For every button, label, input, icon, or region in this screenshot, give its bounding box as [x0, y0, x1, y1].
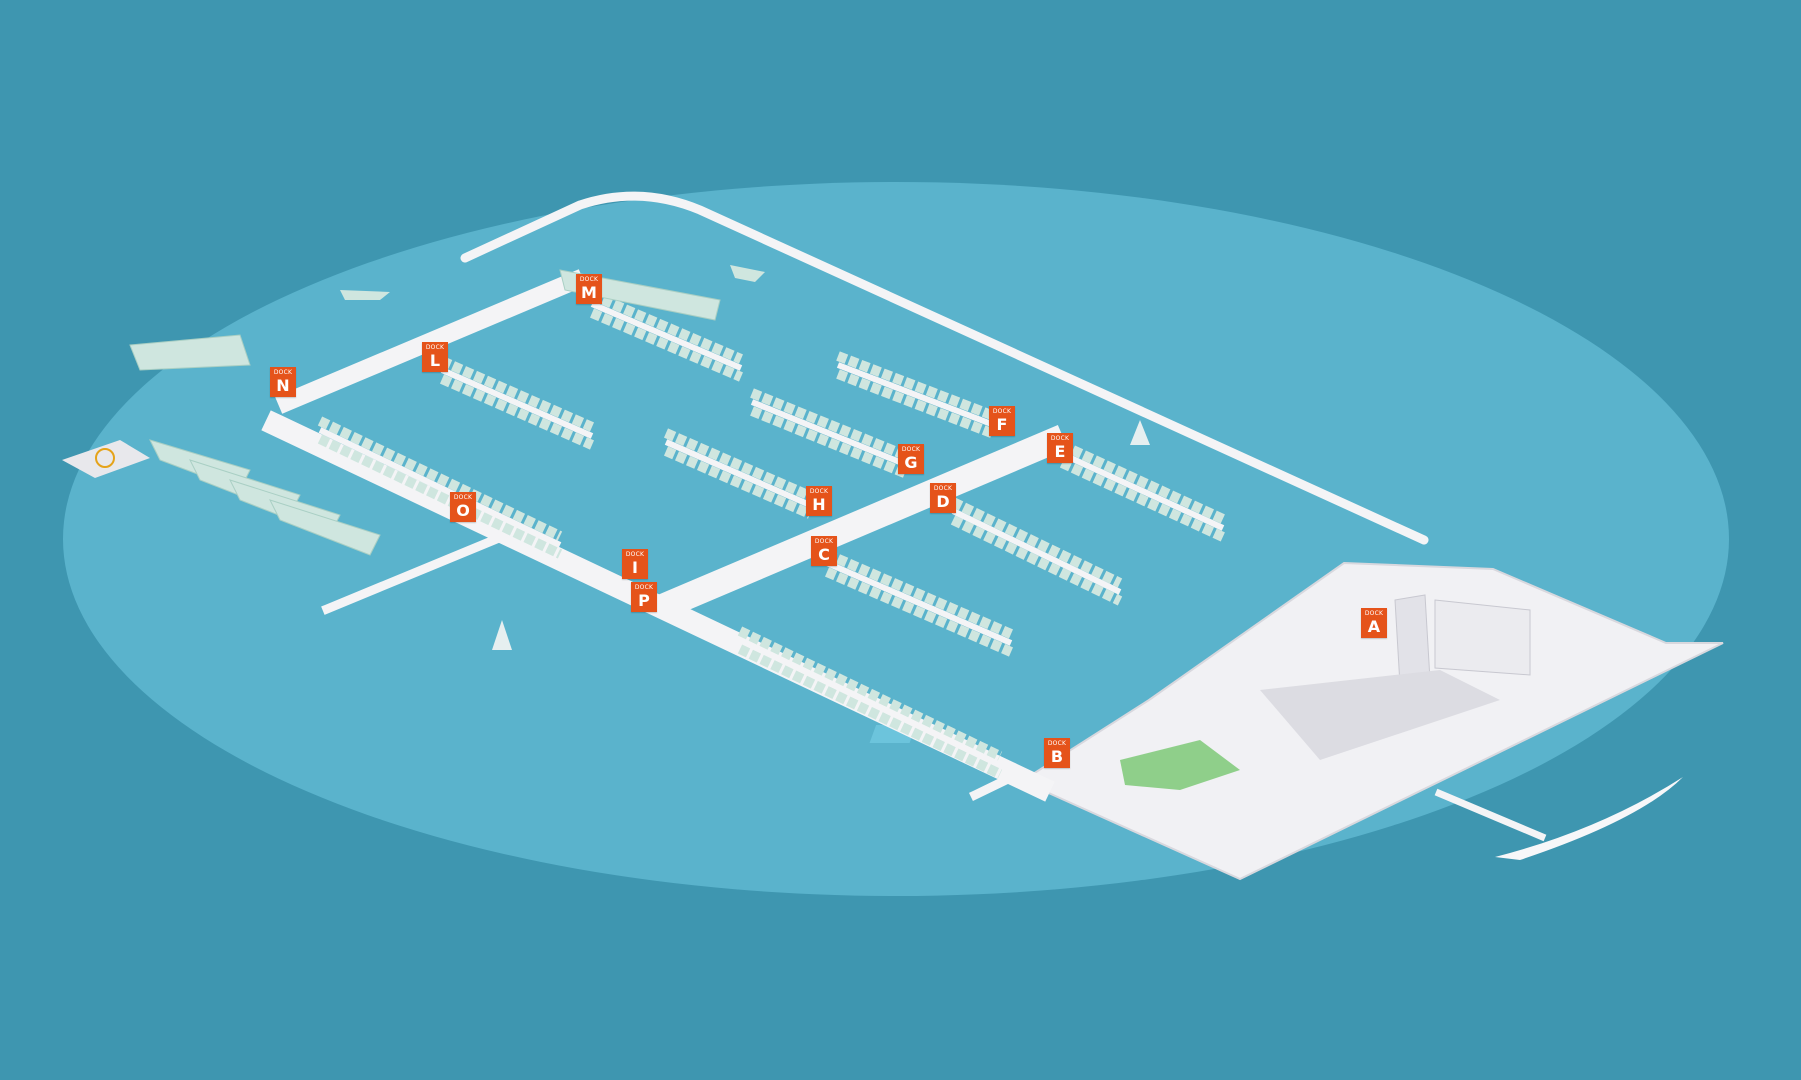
finger-pier — [318, 427, 562, 548]
moored-boats — [825, 549, 1013, 639]
moored-boats — [836, 369, 996, 439]
moored-boats — [317, 416, 563, 541]
dock-letter: F — [996, 415, 1008, 434]
moored-boats — [1059, 458, 1226, 542]
motorboat-icon — [340, 290, 390, 300]
west-jetty — [321, 534, 500, 615]
dock-caption: DOCK — [814, 538, 834, 545]
dock-caption: DOCK — [625, 551, 645, 558]
helipad-circle — [95, 448, 115, 468]
finger-pier — [440, 367, 594, 439]
dock-caption: DOCK — [634, 584, 654, 591]
finger-pier — [590, 301, 743, 371]
finger-pier — [664, 439, 812, 508]
finger-pier — [825, 560, 1013, 646]
cross-pier — [654, 424, 1069, 621]
dock-letter: H — [812, 495, 826, 514]
garden — [1120, 740, 1240, 790]
finger-pier — [750, 399, 909, 468]
dock-letter: C — [818, 545, 830, 564]
dock-caption: DOCK — [579, 276, 599, 283]
south-promenade — [261, 410, 1055, 802]
finger-pier — [1060, 451, 1225, 531]
parking-area — [1260, 670, 1500, 760]
dock-letter: O — [456, 501, 470, 520]
sailboat-icon — [1130, 420, 1150, 445]
moored-boats — [737, 644, 1003, 779]
dock-caption: DOCK — [1047, 740, 1067, 747]
dock-caption: DOCK — [933, 485, 953, 492]
finger-pier — [951, 508, 1122, 595]
dock-caption: DOCK — [1050, 435, 1070, 442]
dock-letter: I — [632, 558, 638, 577]
motorboat-icon — [730, 265, 765, 282]
dock-letter: A — [1367, 617, 1381, 636]
dock-letter: B — [1050, 747, 1064, 766]
dock-letter: M — [581, 283, 597, 302]
dock-caption: DOCK — [453, 494, 473, 501]
dock-caption: DOCK — [809, 488, 829, 495]
dock-caption: DOCK — [1364, 610, 1384, 617]
breakwater — [460, 191, 1429, 545]
moored-boats — [317, 434, 563, 559]
sandbank — [1495, 777, 1683, 860]
dock-caption: DOCK — [273, 369, 293, 376]
finger-pier — [738, 637, 1002, 768]
moored-boats — [439, 374, 595, 450]
finger-pier — [836, 362, 996, 428]
sailboat-icon — [492, 620, 512, 650]
moored-boats — [439, 356, 595, 432]
dock-letter: E — [1054, 442, 1066, 461]
dock-letter: L — [429, 351, 441, 370]
moored-boats — [1059, 440, 1226, 524]
moored-boats — [590, 290, 743, 364]
terminal-building — [1394, 594, 1431, 686]
lagoon — [63, 182, 1729, 896]
north-promenade — [275, 269, 586, 414]
dock-letter: N — [276, 376, 290, 395]
moored-boats — [663, 446, 813, 519]
south-jetty — [968, 771, 1017, 802]
moored-boats — [950, 497, 1123, 588]
dock-caption: DOCK — [425, 344, 445, 351]
moored-boats — [750, 406, 909, 479]
dock-caption: DOCK — [901, 446, 921, 453]
moored-boats — [750, 388, 909, 461]
bridge — [1434, 788, 1547, 842]
hotel-building — [1434, 599, 1531, 676]
moored-boats — [737, 626, 1003, 761]
superyacht-row — [129, 269, 721, 556]
dock-caption: DOCK — [992, 408, 1012, 415]
dock-letter: D — [936, 492, 950, 511]
moored-boats — [825, 567, 1013, 657]
moored-boats — [590, 308, 743, 382]
helipad — [62, 440, 150, 478]
dock-letter: G — [904, 453, 918, 472]
dock-letter: P — [638, 591, 650, 610]
moored-boats — [663, 428, 813, 501]
moored-boats — [836, 351, 996, 421]
moored-boats — [950, 515, 1123, 606]
